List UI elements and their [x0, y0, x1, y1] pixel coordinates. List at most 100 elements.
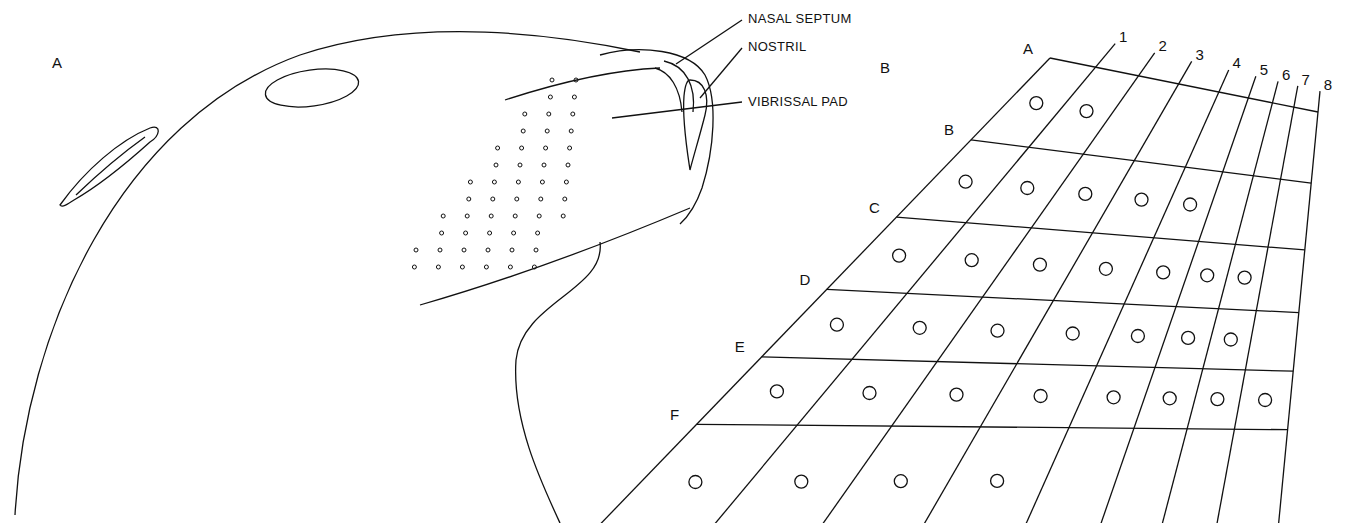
whisker-follicle: [830, 318, 843, 331]
panel-letter: B: [880, 60, 890, 75]
column-number: 3: [1196, 47, 1204, 62]
head-outline: [15, 32, 640, 515]
vibrissa-dots: [412, 78, 578, 269]
vibrissa-dot: [510, 248, 514, 252]
vibrissa-dot: [414, 248, 418, 252]
whisker-follicle: [1080, 105, 1093, 118]
vibrissa-dot: [467, 197, 471, 201]
whisker-follicle: [913, 321, 926, 334]
vibrissa-dot: [523, 112, 527, 116]
whisker-follicle: [1021, 182, 1034, 195]
column-line: [1278, 91, 1320, 523]
vibrissa-dot: [532, 265, 536, 269]
whisker-follicle: [1224, 333, 1237, 346]
vibrissa-dot: [516, 180, 520, 184]
whisker-follicle: [1079, 187, 1092, 200]
vibrissa-dot: [496, 146, 500, 150]
vibrissa-dot: [572, 95, 576, 99]
column-number: 6: [1282, 67, 1290, 82]
vibrissa-dot: [563, 197, 567, 201]
whisker-grid: [585, 44, 1320, 523]
whisker-follicle: [1131, 330, 1144, 343]
leader-line: [676, 20, 742, 64]
whisker-follicle: [1182, 331, 1195, 344]
vibrissa-dot: [462, 248, 466, 252]
vibrissa-dot: [440, 231, 444, 235]
vibrissa-dot: [569, 129, 573, 133]
row-letter: A: [1023, 41, 1033, 56]
row-line: [897, 217, 1305, 250]
whisker-follicle: [991, 474, 1004, 487]
vibrissa-dot: [520, 146, 524, 150]
vibrissa-dot: [515, 197, 519, 201]
vibrissa-dot: [544, 146, 548, 150]
vibrissa-dot: [412, 265, 416, 269]
whisker-follicle: [1211, 393, 1224, 406]
column-line: [918, 61, 1192, 523]
vibrissa-dot: [488, 231, 492, 235]
vibrissa-dot: [534, 248, 538, 252]
vibrissa-dot: [465, 214, 469, 218]
vibrissa-dot: [564, 180, 568, 184]
vibrissa-dot: [512, 231, 516, 235]
whisker-follicle: [1033, 258, 1046, 271]
vibrissa-dot: [521, 129, 525, 133]
snout-outline: [600, 50, 713, 224]
vibrissa-dot: [492, 180, 496, 184]
vibrissa-dot: [542, 163, 546, 167]
part-label: NASAL SEPTUM: [748, 12, 852, 25]
whisker-follicle: [991, 324, 1004, 337]
row-line: [762, 357, 1293, 371]
vibrissa-dot: [491, 197, 495, 201]
row-letter: C: [869, 200, 880, 215]
whisker-follicle: [689, 476, 702, 489]
vibrissa-dot: [518, 163, 522, 167]
nasal-septum: [664, 61, 694, 112]
panel-letter: A: [52, 55, 62, 70]
vibrissa-dot: [486, 248, 490, 252]
whisker-follicle: [894, 475, 907, 488]
vibrissa-dot: [568, 146, 572, 150]
pad-upper-edge: [505, 68, 660, 100]
leader-line: [612, 102, 742, 118]
lower-jaw: [516, 242, 601, 523]
whisker-follicle: [959, 175, 972, 188]
row-line: [1050, 58, 1318, 112]
whisker-follicle: [1201, 269, 1214, 282]
whisker-follicle: [770, 385, 783, 398]
whisker-follicle: [1107, 391, 1120, 404]
eye: [263, 64, 361, 113]
row-letter: E: [735, 339, 745, 354]
whisker-follicle: [863, 387, 876, 400]
column-number: 2: [1159, 38, 1167, 53]
column-line: [814, 53, 1155, 523]
column-number: 7: [1302, 72, 1310, 87]
whisker-follicle: [1238, 271, 1251, 284]
column-line: [703, 44, 1115, 523]
vibrissa-dot: [571, 112, 575, 116]
vibrissa-dot: [460, 265, 464, 269]
whisker-follicle: [795, 475, 808, 488]
column-line: [1098, 76, 1256, 523]
vibrissa-dot: [438, 248, 442, 252]
whisker-follicle: [1099, 262, 1112, 275]
vibrissa-dot: [547, 112, 551, 116]
row-line: [971, 140, 1311, 183]
vibrissa-dot: [539, 197, 543, 201]
column-number: 8: [1324, 77, 1332, 92]
leader-line: [700, 48, 742, 98]
vibrissa-dot: [436, 265, 440, 269]
row-line: [827, 289, 1299, 312]
whisker-follicle: [1157, 266, 1170, 279]
vibrissa-dot: [540, 180, 544, 184]
vibrissa-dot: [537, 214, 541, 218]
vibrissa-dot: [566, 163, 570, 167]
whisker-follicle: [965, 254, 978, 267]
column-number: 1: [1119, 29, 1127, 44]
ear: [60, 127, 158, 206]
leader-lines: [612, 20, 742, 118]
column-line: [1160, 81, 1278, 523]
whisker-follicle: [1034, 390, 1047, 403]
part-label: VIBRISSAL PAD: [748, 95, 848, 108]
